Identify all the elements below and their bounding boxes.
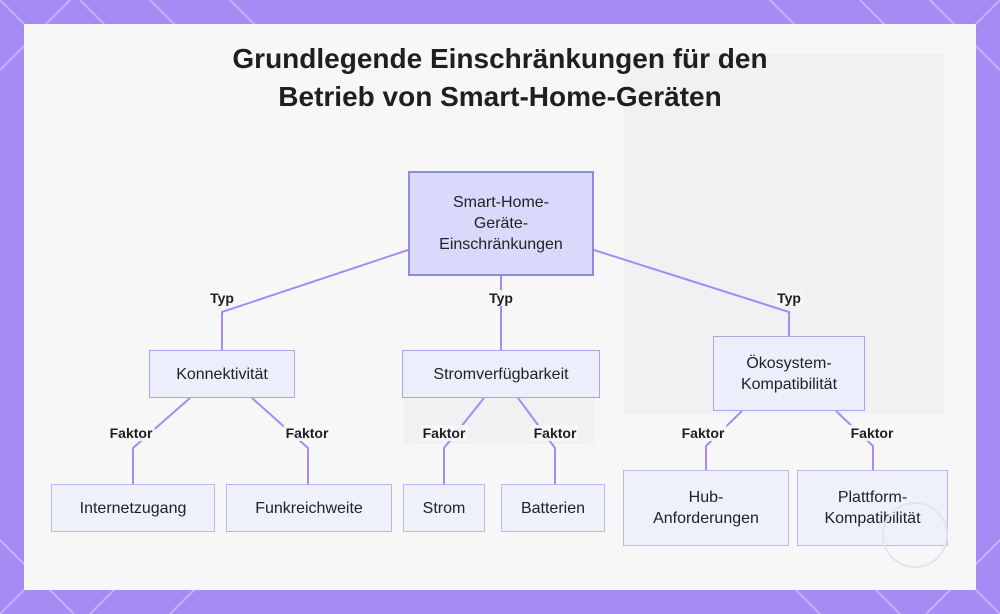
node-root-line: Geräte- [473, 215, 529, 232]
node-strom-label: Strom [422, 499, 466, 517]
edge-label-typ: Typ [775, 290, 803, 306]
node-batteries-label: Batterien [520, 499, 586, 517]
node-hub: Hub- Anforderungen [623, 470, 789, 546]
node-ecosystem-line: Ökosystem- [746, 354, 832, 372]
edge-label-faktor: Faktor [679, 425, 727, 441]
node-strom: Strom [403, 484, 485, 532]
node-ecosystem: Ökosystem- Kompatibilität [713, 336, 865, 411]
node-platform-line: Plattform- [837, 489, 908, 506]
edge-ecosystem-platform [835, 410, 874, 470]
node-hub-line: Anforderungen [653, 510, 759, 527]
edge-power-strom [443, 397, 485, 484]
edge-label-faktor: Faktor [107, 425, 155, 441]
edge-label-typ: Typ [487, 290, 515, 306]
node-batteries: Batterien [501, 484, 605, 532]
node-radio-label: Funkreichweite [255, 499, 363, 517]
edge-label-faktor: Faktor [531, 425, 579, 441]
node-internet-label: Internetzugang [79, 499, 187, 517]
diagram-title: Grundlegende Einschränkungen für den Bet… [0, 40, 1000, 116]
edge-label-faktor: Faktor [283, 425, 331, 441]
title-line-2: Betrieb von Smart-Home-Geräten [278, 81, 722, 112]
node-connectivity-label: Konnektivität [176, 365, 268, 383]
edge-root-connectivity [221, 249, 409, 350]
node-power: Stromverfügbarkeit [402, 350, 600, 398]
node-root-line: Einschränkungen [439, 236, 563, 253]
edge-root-ecosystem [593, 249, 790, 336]
edge-connectivity-radio [251, 397, 309, 484]
node-ecosystem-line: Kompatibilität [740, 375, 838, 393]
edge-label-faktor: Faktor [420, 425, 468, 441]
edge-power-batteries [517, 397, 556, 484]
watermark-logo-icon [882, 502, 948, 568]
node-power-label: Stromverfügbarkeit [433, 365, 569, 383]
node-connectivity: Konnektivität [149, 350, 295, 398]
edge-label-typ: Typ [208, 290, 236, 306]
node-hub-line: Hub- [688, 489, 724, 506]
node-radio: Funkreichweite [226, 484, 392, 532]
node-internet: Internetzugang [51, 484, 215, 532]
edge-label-faktor: Faktor [848, 425, 896, 441]
node-root: Smart-Home- Geräte- Einschränkungen [408, 171, 594, 276]
node-root-line: Smart-Home- [452, 194, 549, 211]
edge-ecosystem-hub [705, 410, 743, 470]
title-line-1: Grundlegende Einschränkungen für den [232, 43, 768, 74]
edge-connectivity-internet [132, 397, 191, 484]
